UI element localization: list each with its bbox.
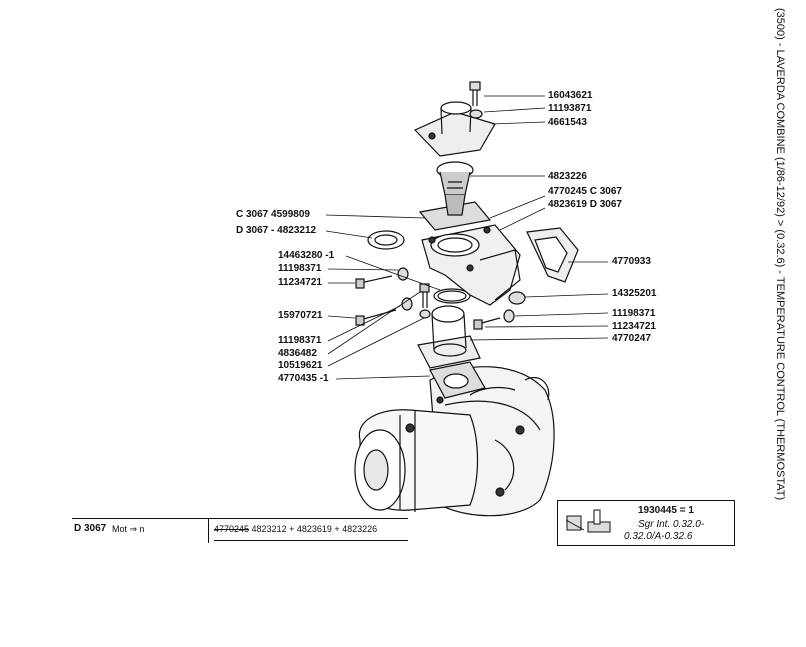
modification-note: D 3067 Mot ⇒ n 4770245 4823212 + 4823619… — [72, 518, 408, 543]
part-label: 11198371 — [612, 308, 656, 319]
top-bolt — [469, 81, 483, 119]
leader-lines — [325, 95, 609, 380]
outlet-pipe — [417, 305, 481, 369]
part-label: 11234721 — [612, 321, 656, 332]
modification-code: D 3067 — [74, 523, 107, 534]
gasket-lower — [429, 361, 486, 399]
part-label: 11198371 — [278, 335, 322, 346]
part-label: 11234721 — [278, 277, 322, 288]
pump-housing — [354, 366, 555, 517]
part-label: 11198371 — [278, 263, 322, 274]
part-label: 14325201 — [612, 288, 657, 299]
part-label: 11193871 — [548, 103, 592, 114]
part-label: 4661543 — [548, 117, 587, 128]
reference-box: 1930445 = 1 Sgr Int. 0.32.0- 0.32.0/A-0.… — [557, 500, 735, 546]
reference-icon — [565, 509, 611, 533]
old-part: 4770245 — [214, 524, 250, 534]
part-label: 15970721 — [278, 310, 323, 321]
part-label: 4770435 -1 — [278, 373, 329, 384]
part-label: 4770247 — [612, 333, 651, 344]
divider — [208, 519, 209, 543]
thermostat-valve — [436, 161, 474, 216]
part-label: 4823619 D 3067 — [548, 199, 622, 210]
left-ring — [367, 230, 405, 250]
part-label: 4770933 — [612, 256, 651, 267]
modification-parts: 4770245 4823212 + 4823619 + 4823226 — [214, 524, 408, 541]
part-label: D 3067 - 4823212 — [236, 225, 317, 236]
part-label: 4836482 — [278, 348, 317, 359]
page-title: (3500) - LAVERDA COMBINE (1/86-12/92) > … — [774, 8, 786, 501]
part-label: 14463280 -1 — [278, 250, 335, 261]
plug — [508, 291, 526, 305]
o-ring — [433, 288, 471, 304]
part-label: C 3067 4599809 — [236, 209, 310, 220]
thermostat-cover — [413, 101, 496, 157]
modification-mot: Mot ⇒ n — [112, 524, 145, 534]
reference-number: 1930445 = 1 — [638, 505, 694, 516]
reference-line1: Sgr Int. 0.32.0- — [638, 519, 705, 530]
part-label: 16043621 — [548, 90, 593, 101]
part-label: 4770245 C 3067 — [548, 186, 622, 197]
new-parts: 4823212 + 4823619 + 4823226 — [249, 524, 378, 534]
part-label: 4823226 — [548, 171, 587, 182]
reference-line2: 0.32.0/A-0.32.6 — [624, 531, 693, 542]
part-label: 10519621 — [278, 360, 323, 371]
thermostat-housing — [421, 224, 521, 306]
